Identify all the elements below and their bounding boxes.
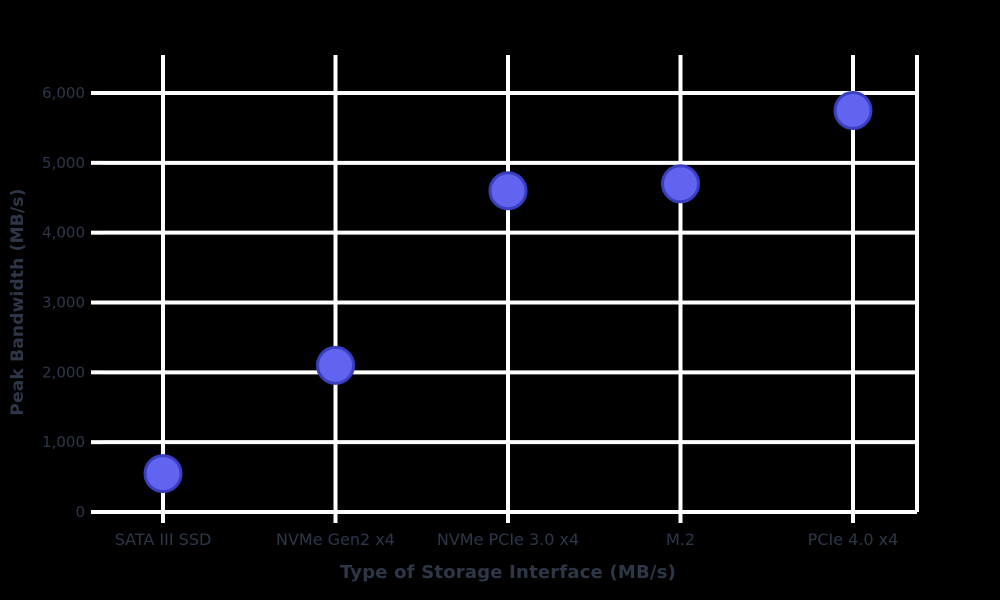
y-tick-label: 1,000 [42,433,85,451]
data-point[interactable] [661,164,700,204]
y-tick-label: 0 [75,503,85,521]
y-tick-label: 5,000 [42,154,85,172]
y-tick-label: 4,000 [42,224,85,242]
x-axis-title: Type of Storage Interface (MB/s) [339,562,677,583]
y-tick-label: 2,000 [42,363,85,381]
x-tick-label: M.2 [666,530,695,549]
data-point[interactable] [833,90,873,130]
x-tick-label: NVMe PCIe 3.0 x4 [437,530,579,549]
data-point[interactable] [316,345,355,385]
y-axis-title: Peak Bandwidth (MB/s) [8,188,28,416]
x-tick-label: PCIe 4.0 x4 [808,530,899,549]
x-tick-label: SATA III SSD [115,530,212,549]
y-tick-label: 3,000 [42,294,85,312]
y-tick-label: 6,000 [42,84,85,102]
x-tick-label: NVMe Gen2 x4 [276,530,395,549]
data-point[interactable] [143,454,183,494]
data-point[interactable] [488,171,528,211]
